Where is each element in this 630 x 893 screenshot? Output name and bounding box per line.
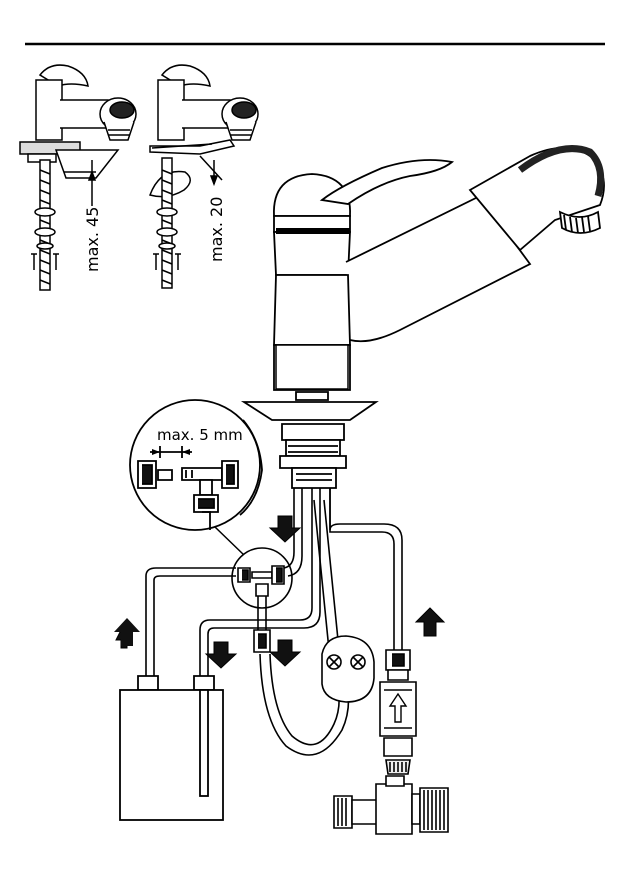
mounting-detail-b xyxy=(150,65,258,288)
hose-connector xyxy=(254,630,270,652)
body-stripe xyxy=(276,228,350,234)
mounting-detail-a xyxy=(20,65,136,290)
flow-arrow-up-icon xyxy=(114,618,140,646)
body-band xyxy=(276,345,348,389)
hose-weight xyxy=(322,636,374,702)
magnify-leader xyxy=(215,527,245,556)
max-45-label: max. 45 xyxy=(83,207,102,272)
flow-arrow-down-icon xyxy=(206,642,236,668)
tee-circle xyxy=(232,548,292,608)
flow-arrow-up-icon xyxy=(416,608,444,636)
magnify-detail xyxy=(130,400,262,530)
water-heater xyxy=(120,676,223,820)
max-20-label: max. 20 xyxy=(207,197,226,262)
flow-arrow-down-icon xyxy=(270,516,300,542)
faucet-body xyxy=(244,148,604,488)
max-5mm-label: max. 5 mm xyxy=(157,426,243,444)
flow-arrow-down-icon xyxy=(270,640,300,666)
